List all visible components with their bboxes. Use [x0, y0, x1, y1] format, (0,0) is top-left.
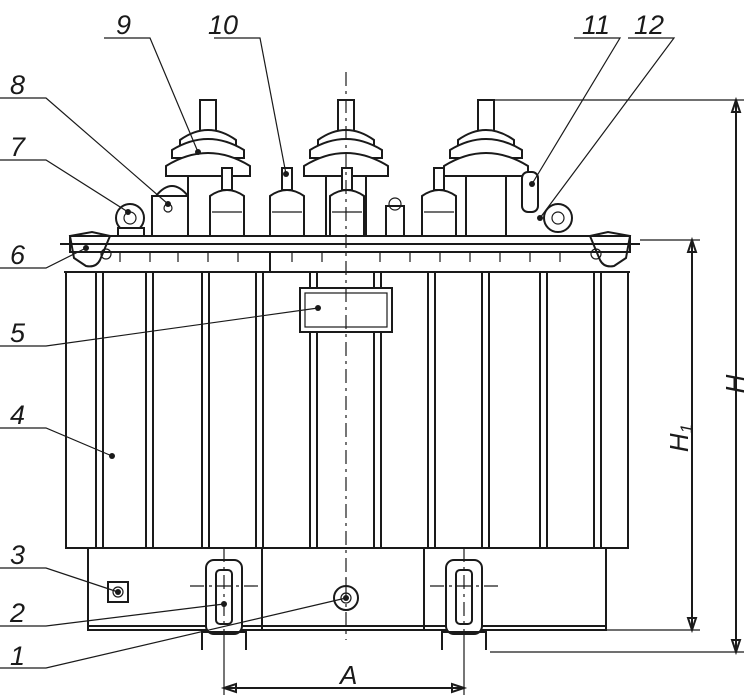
callout-5: 5	[10, 318, 26, 348]
lv-bushing-3	[329, 167, 365, 237]
callout-12: 12	[634, 10, 664, 40]
svg-text:H1: H1	[664, 424, 696, 452]
callout-9: 9	[116, 10, 131, 40]
right-valve	[543, 203, 573, 233]
dimension-H1	[606, 236, 700, 634]
leader-lines	[0, 37, 676, 669]
lv-bushing-2	[269, 167, 305, 237]
filler-pipe	[115, 203, 145, 237]
dimension-label-H1-sub: 1	[677, 424, 696, 433]
dimension-H	[490, 96, 744, 656]
callout-10: 10	[208, 10, 238, 40]
callout-6: 6	[10, 240, 26, 270]
callout-11: 11	[582, 10, 610, 40]
tap-changer	[151, 185, 193, 237]
callout-3: 3	[10, 540, 25, 570]
tank-cover	[60, 230, 640, 272]
dimension-label-H1-main: H	[664, 433, 694, 452]
lv-bushing-1	[209, 167, 245, 237]
dimension-label-H1: H1	[664, 424, 696, 452]
right-roller	[430, 548, 498, 650]
lv-bushing-4	[421, 167, 457, 237]
pressure-relief	[385, 197, 405, 237]
left-lifting-lug	[68, 230, 112, 268]
dimension-label-H: H	[720, 374, 744, 393]
tank-body	[64, 271, 630, 549]
right-lifting-lug	[588, 230, 632, 268]
callout-7: 7	[10, 132, 26, 162]
callout-4: 4	[10, 400, 25, 430]
dimension-label-A: A	[338, 660, 357, 690]
left-roller	[190, 548, 258, 650]
leader-dots	[83, 149, 543, 607]
hv-bushing-right	[443, 99, 529, 237]
dimension-A	[220, 640, 468, 695]
callout-8: 8	[10, 70, 25, 100]
callout-2: 2	[9, 598, 25, 628]
callout-1: 1	[10, 641, 25, 671]
